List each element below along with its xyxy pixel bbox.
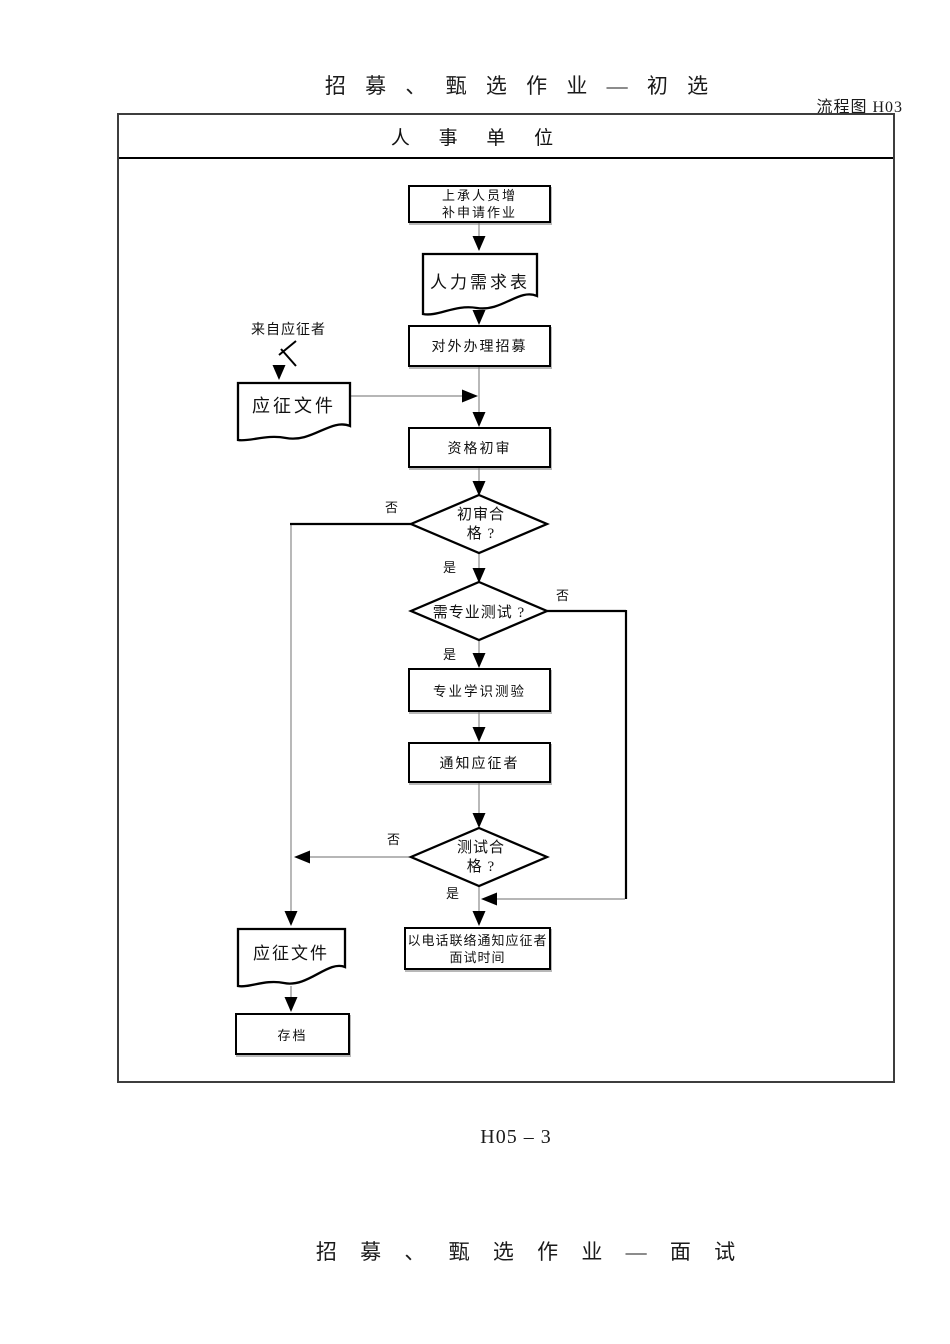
node-start-process: 上承人员增 补申请作业 [408,185,551,223]
node-qualification-screening: 资格初审 [408,427,551,468]
node-external-recruiting: 对外办理招募 [408,325,551,367]
decision-screening-passed [408,493,550,555]
arrow-into-test-passed-decision [472,813,486,828]
node-professional-knowledge-test: 专业学识测验 [408,668,551,712]
node-notify-applicant: 通知应征者 [408,742,551,783]
lane-header: 人 事 单 位 [119,115,893,159]
flowchart-ref-label: 流程图 H03 [816,99,903,116]
arrow-into-knowledge-test [472,653,486,668]
document-shape-manpower-form [421,252,539,316]
document-shape-application-docs-in [236,381,352,442]
node-archive: 存档 [235,1013,350,1055]
arrow-into-phone-notify [472,911,486,926]
document-shapes [236,252,539,988]
lane-header-label: 人 事 单 位 [390,127,566,149]
arrow-merge-application-docs [462,389,478,403]
node-screening-passed: 初审合 格 ? [456,507,505,542]
arrowheads [272,236,497,1012]
node-phone-notify-interview: 以电话联络通知应征者 面试时间 [404,927,551,970]
branch-label-test-passed-no: 否 [387,832,401,847]
applicant-source-zigzag-arrow [278,340,297,367]
branch-label-test-passed-yes: 是 [446,886,460,901]
arrow-test-no-merge-left [294,850,310,864]
arrow-test-yes-merge [481,892,497,906]
decision-need-professional-test [408,580,550,642]
swimlane-frame: 人 事 单 位 [117,113,895,1083]
page-title-bottom: 招 募 、 甄 选 作 业 — 面 试 [315,1240,745,1264]
node-application-documents-out: 应征文件 [253,943,329,963]
page-number: H05 – 3 [480,1126,552,1148]
branch-label-test-needed-no: 否 [556,588,570,603]
node-application-documents-in: 应征文件 [252,396,336,416]
document-shape-application-docs-out [236,927,347,988]
arrow-into-notify-applicant [472,727,486,742]
arrow-into-qualification-screening [472,412,486,427]
page-title-top: 招 募 、 甄 选 作 业 — 初 选 [324,74,716,98]
arrow-into-manpower-form [472,236,486,251]
arrow-into-external-recruiting [472,310,486,325]
black-connectors [290,522,628,899]
arrow-into-application-docs-out [284,911,298,926]
node-test-passed: 测试合 格 ? [456,840,505,875]
branch-label-test-needed-yes: 是 [443,647,457,662]
arrow-into-application-docs-in [272,365,286,380]
arrow-into-archive [284,997,298,1012]
node-need-professional-test: 需专业测试 ? [432,604,526,621]
note-applicant-source: 来自应征者 [251,323,326,338]
branch-label-screening-no: 否 [385,500,399,515]
decision-test-passed [408,826,550,888]
node-manpower-request-form: 人力需求表 [430,272,530,292]
arrow-into-screening-decision [472,481,486,496]
decision-diamonds [408,493,550,888]
arrow-into-test-needed-decision [472,568,486,583]
branch-label-screening-yes: 是 [443,560,457,575]
